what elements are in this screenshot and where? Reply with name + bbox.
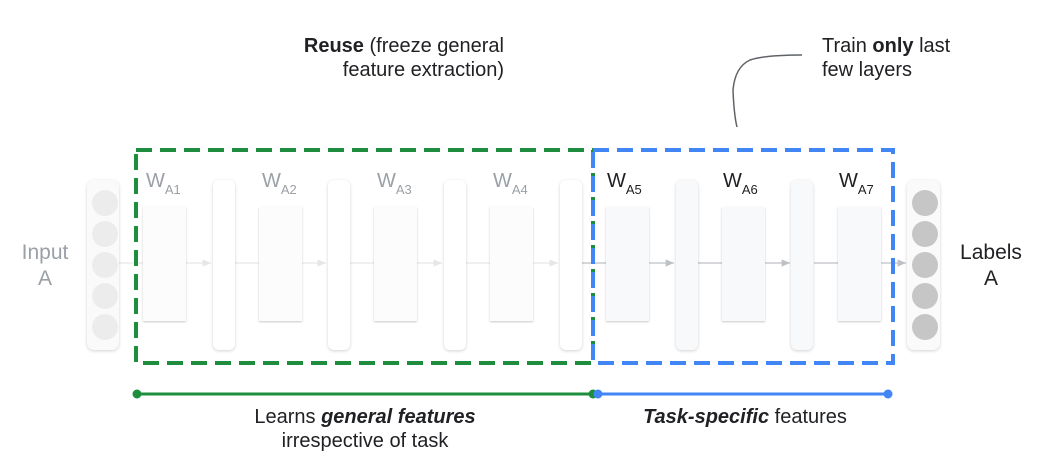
output-node xyxy=(912,190,938,216)
weight-label-a5: WA5 xyxy=(607,170,642,197)
weight-block-a4 xyxy=(490,207,533,321)
weight-block-a5 xyxy=(606,207,649,321)
general-features-caption: Learns general features irrespective of … xyxy=(254,406,476,452)
weight-label-a2: WA2 xyxy=(262,170,297,197)
reuse-label: Reuse xyxy=(303,35,364,57)
trainable-region-box xyxy=(591,148,895,365)
weight-label-a1: WA1 xyxy=(146,170,181,197)
weight-label-a4: WA4 xyxy=(493,170,528,197)
output-node xyxy=(912,314,938,340)
input-layer xyxy=(87,180,119,350)
activation-layer xyxy=(791,180,813,350)
task-specific-caption: Task-specific features xyxy=(643,406,847,428)
weight-block-a6 xyxy=(722,207,765,321)
weight-label-a7: WA7 xyxy=(839,170,874,197)
output-node xyxy=(912,252,938,278)
weight-block-a3 xyxy=(374,207,417,321)
weight-block-a7 xyxy=(838,207,881,321)
annotation-pointer-line xyxy=(732,54,803,128)
bracket-dot xyxy=(132,389,142,399)
input-node xyxy=(92,221,118,247)
output-layer xyxy=(907,180,940,350)
weight-block-a1 xyxy=(143,207,186,321)
activation-layer xyxy=(676,180,698,350)
weight-block-a2 xyxy=(259,207,302,321)
input-node xyxy=(92,190,118,216)
weight-label-a6: WA6 xyxy=(723,170,758,197)
reuse-caption: Reuse (freeze general feature extraction… xyxy=(303,35,504,81)
output-node xyxy=(912,283,938,309)
output-node xyxy=(912,221,938,247)
bracket-dot xyxy=(593,389,603,399)
input-node xyxy=(92,314,118,340)
input-node xyxy=(92,252,118,278)
train-caption: Train only last few layers xyxy=(822,35,951,81)
bracket-dot xyxy=(883,389,893,399)
input-node xyxy=(92,283,118,309)
weight-label-a3: WA3 xyxy=(377,170,412,197)
